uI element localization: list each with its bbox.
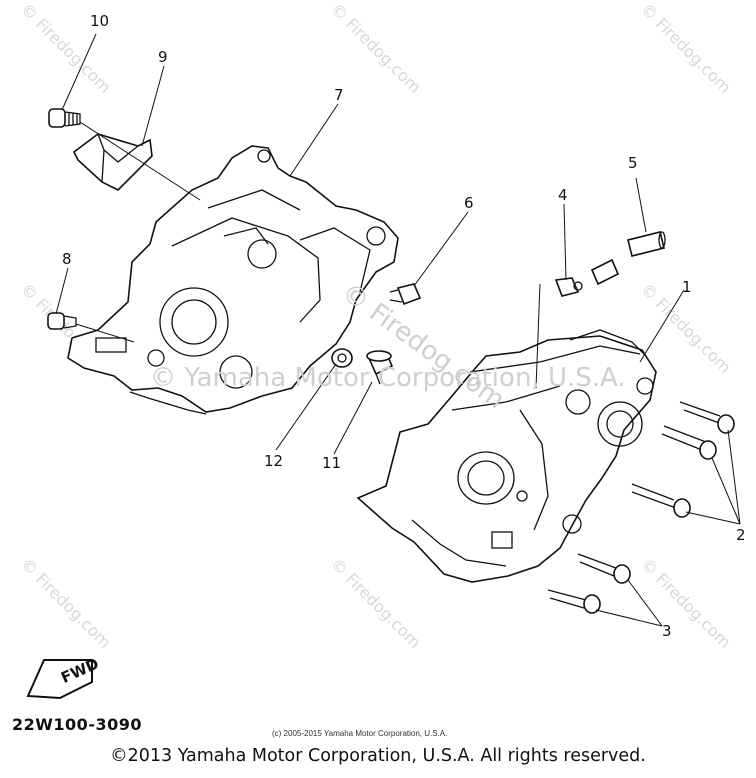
callout-3: 3 [662,622,672,640]
part-5-hose [590,231,666,286]
callout-12: 12 [264,452,283,470]
part-11-bolt [366,350,394,385]
part-4-fitting [554,277,583,297]
callout-1: 1 [682,278,692,296]
watermark-text: © Firedog.com [327,554,425,652]
callout-7: 7 [334,86,344,104]
watermark-text: © Firedog.com [17,554,115,652]
center-watermark: © Firedog.com [336,277,510,415]
part-7-left-crankcase [67,145,399,415]
callout-6: 6 [464,194,474,212]
callout-11: 11 [322,454,341,472]
callout-8: 8 [62,250,72,268]
part-12-washer [331,348,353,368]
part-10-screw [48,108,81,128]
fwd-arrow-icon: FWD [26,655,101,700]
footer-copyright: ©2013 Yamaha Motor Corporation, U.S.A. A… [110,746,646,766]
part-9-plate [72,133,153,191]
copyright-notice-small: (c) 2005-2015 Yamaha Motor Corporation, … [272,729,447,738]
watermark-text: © Firedog.com [327,0,425,97]
part-3-bolts [547,553,631,614]
watermark-text: © Firedog.com [637,554,735,652]
part-2-bolts [631,401,735,518]
callout-4: 4 [558,186,568,204]
callout-5: 5 [628,154,638,172]
callout-9: 9 [158,48,168,66]
overlay-watermark: © Yamaha Motor Corporation, U.S.A. [150,363,626,393]
callout-10: 10 [90,12,109,30]
watermark-text: © Firedog.com [637,0,735,97]
leader-lines [55,33,741,627]
callouts: 10 9 7 6 8 12 11 4 5 1 2 3 [62,12,746,640]
part-code: 22W100-3090 [12,715,142,734]
part-6-plug [389,283,422,306]
callout-2: 2 [736,526,746,544]
part-1-right-crankcase [356,329,657,583]
